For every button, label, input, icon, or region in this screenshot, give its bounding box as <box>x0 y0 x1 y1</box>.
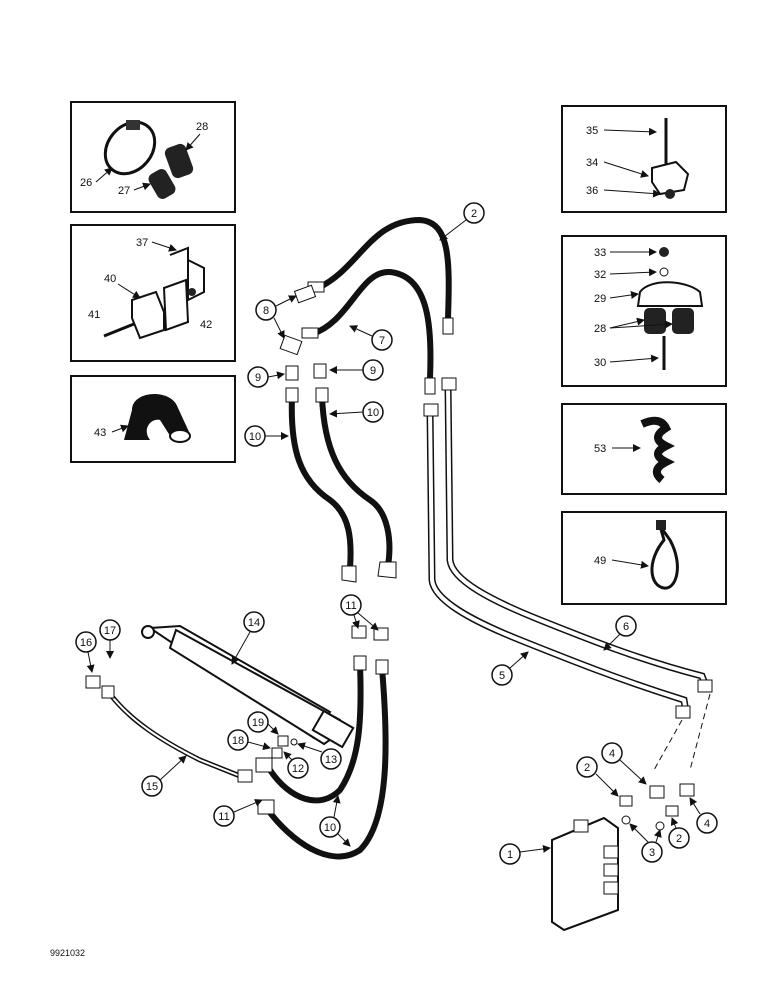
callout-3: 3 <box>629 823 663 863</box>
label-49: 49 <box>594 555 606 567</box>
inset-spiral-wrap: 53 <box>561 403 727 495</box>
callout-label: 9 <box>370 365 376 377</box>
label-41: 41 <box>88 309 100 321</box>
label-30: 30 <box>594 357 606 369</box>
callout-19: 19 <box>247 711 279 735</box>
callout-label: 2 <box>676 833 682 845</box>
callout-4-right: 4 <box>689 797 718 834</box>
callout-6: 6 <box>603 615 637 651</box>
callout-label: 10 <box>324 822 336 834</box>
label-27: 27 <box>118 185 130 197</box>
label-32: 32 <box>594 269 606 281</box>
callout-label: 9 <box>255 372 261 384</box>
label-34: 34 <box>586 157 598 169</box>
callout-11-lower: 11 <box>213 799 263 827</box>
callout-12: 12 <box>283 751 309 779</box>
label-43: 43 <box>94 427 106 439</box>
label-37: 37 <box>136 237 148 249</box>
callout-label: 15 <box>146 781 158 793</box>
lower-tube <box>85 675 253 783</box>
callout-label: 17 <box>104 625 116 637</box>
control-valve <box>551 783 695 932</box>
label-28: 28 <box>196 121 208 133</box>
label-33: 33 <box>594 247 606 259</box>
inset-strap-clamp: 43 <box>70 375 236 463</box>
small-fittings <box>271 735 298 759</box>
callout-11-upper: 11 <box>340 594 379 631</box>
inset-mounting-bracket: 37 40 41 42 <box>70 224 236 362</box>
callout-label: 8 <box>263 305 269 317</box>
callout-15: 15 <box>141 755 187 797</box>
hydraulic-cylinder <box>141 624 355 749</box>
callout-label: 11 <box>218 811 229 823</box>
label-42: 42 <box>200 319 212 331</box>
label-26: 26 <box>80 177 92 189</box>
document-id: 9921032 <box>50 948 86 958</box>
callout-label: 18 <box>232 735 244 747</box>
callout-14: 14 <box>231 611 265 665</box>
callout-13: 13 <box>297 742 342 770</box>
callout-label: 2 <box>584 762 590 774</box>
callout-label: 3 <box>649 847 655 859</box>
label-35: 35 <box>586 125 598 137</box>
callout-label: 1 <box>507 849 513 861</box>
lower-hoses <box>255 625 389 860</box>
callout-7-lower: 7 <box>349 325 393 351</box>
callout-1: 1 <box>499 843 551 865</box>
callout-label: 6 <box>623 621 629 633</box>
callout-2-left: 2 <box>576 756 619 797</box>
upper-hoses <box>279 216 454 395</box>
callout-10-lower: 10 <box>319 795 351 847</box>
callout-2-right: 2 <box>668 817 690 849</box>
steel-tubes <box>423 377 713 771</box>
callout-9-left: 9 <box>247 366 285 388</box>
callout-label: 10 <box>367 407 379 419</box>
inset-hose-clamp: 28 26 27 <box>70 101 236 213</box>
callout-label: 16 <box>80 637 92 649</box>
label-36: 36 <box>586 185 598 197</box>
inset-clamp-block: 33 32 29 28 30 <box>561 235 727 387</box>
callout-label: 11 <box>345 600 356 612</box>
label-53: 53 <box>594 443 606 455</box>
callout-16: 16 <box>75 631 97 673</box>
callout-label: 10 <box>249 431 261 443</box>
callout-4-left: 4 <box>601 742 647 785</box>
callout-17: 17 <box>99 619 121 659</box>
callout-7-upper: 2 <box>439 202 485 241</box>
callout-label: 19 <box>252 717 264 729</box>
callout-10-left: 10 <box>244 425 289 447</box>
callout-label: 13 <box>325 754 337 766</box>
callout-label: 12 <box>292 763 304 775</box>
inset-bolt-clip: 35 34 36 <box>561 105 727 213</box>
callout-10-right: 10 <box>329 401 384 423</box>
callout-label: 2 <box>471 208 477 220</box>
label-40: 40 <box>104 273 116 285</box>
callout-9-right: 9 <box>329 359 384 381</box>
callout-5: 5 <box>491 651 529 686</box>
callout-label: 4 <box>704 818 710 830</box>
callout-label: 5 <box>499 670 505 682</box>
callout-18: 18 <box>227 729 271 751</box>
callout-label: 7 <box>379 335 385 347</box>
inset-cable-tie: 49 <box>561 511 727 605</box>
label-28b: 28 <box>594 323 606 335</box>
label-29: 29 <box>594 293 606 305</box>
middle-hoses <box>285 387 397 583</box>
callout-label: 14 <box>248 617 260 629</box>
callout-label: 4 <box>609 748 615 760</box>
callout-8: 8 <box>255 295 297 339</box>
